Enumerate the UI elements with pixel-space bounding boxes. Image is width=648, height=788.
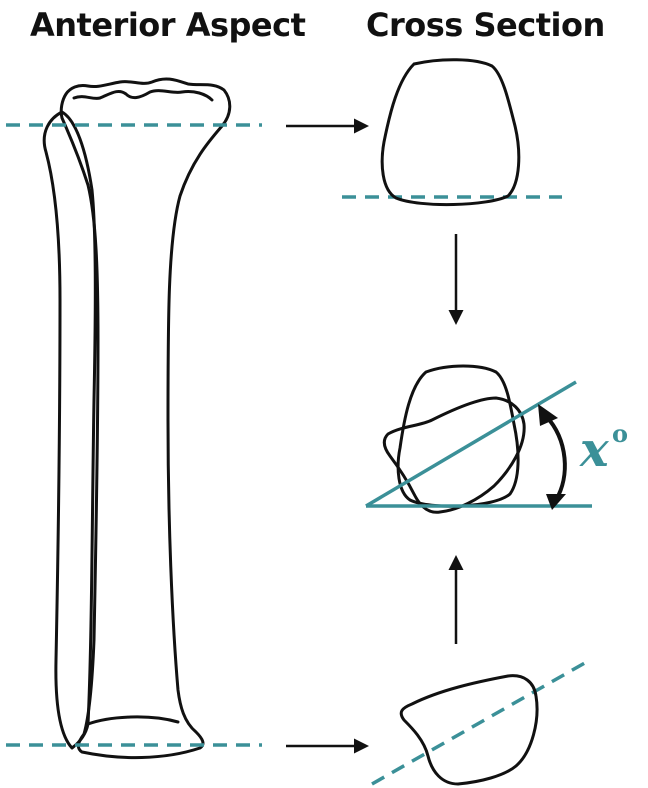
tibia-distal-detail bbox=[88, 717, 178, 724]
tibia-condyles bbox=[74, 91, 212, 100]
proximal-cross-section bbox=[382, 60, 519, 205]
fibula-outline bbox=[44, 112, 95, 748]
arrows bbox=[286, 126, 456, 746]
angle-label-variable: x bbox=[579, 422, 610, 478]
bone-drawing bbox=[44, 79, 230, 758]
distal-cross-section bbox=[401, 676, 537, 784]
cross-sections bbox=[382, 60, 537, 784]
tibia-outline bbox=[61, 79, 230, 758]
overlay-proximal-outline bbox=[398, 366, 518, 506]
angle-rotated-line bbox=[366, 382, 576, 506]
angle-arc-arrowhead-top bbox=[538, 404, 558, 426]
angle-label-degree: o bbox=[612, 419, 628, 448]
angle-arc-arrow bbox=[546, 416, 565, 500]
